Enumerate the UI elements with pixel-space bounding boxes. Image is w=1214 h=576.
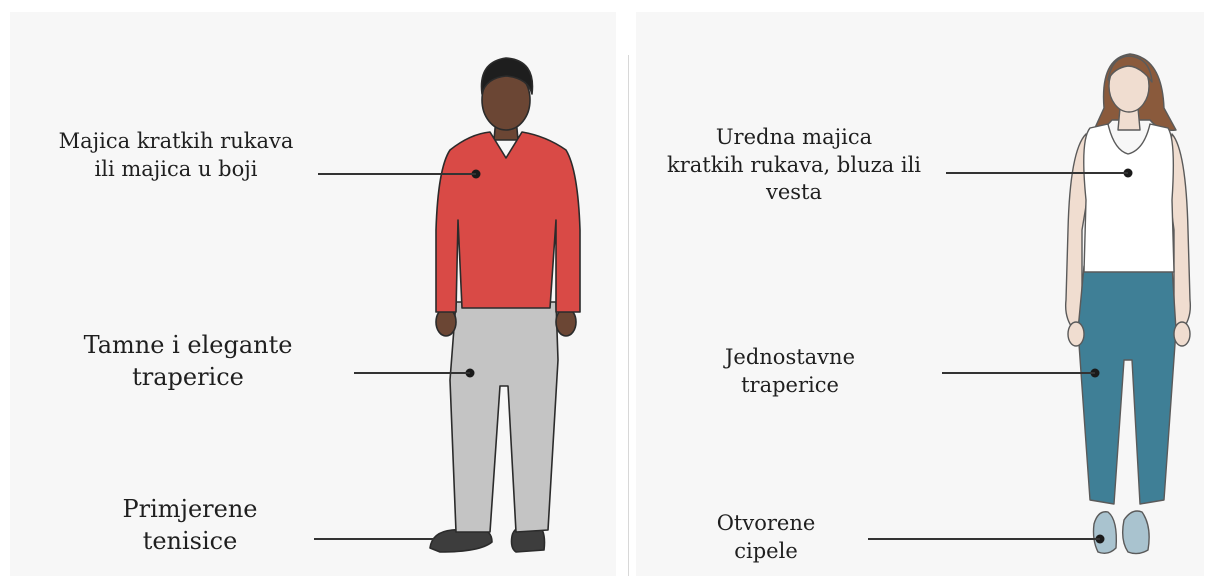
female-figure [1064,53,1192,555]
male-sweater [435,131,581,313]
leader-lines [314,172,1128,540]
label-male-shoes: Primjerene tenisice [122,495,258,555]
label-female-shoes: Otvorene cipele [716,511,816,563]
female-sandal-left [1092,511,1118,555]
label-male-pants: Tamne i elegante traperice [83,331,293,391]
label-male-top: Majica kratkih rukava ili majica u boji [58,129,294,181]
male-pants [449,301,559,533]
label-female-top: Uredna majica kratkih rukava, bluza ili … [667,125,921,205]
female-top [1083,123,1175,273]
panel-divider [628,55,629,576]
male-figure [429,57,581,553]
label-female-pants: Jednostavne traperice [724,345,855,397]
female-jeans [1077,265,1177,505]
male-hair [480,57,534,95]
female-sandal-right [1121,510,1150,555]
